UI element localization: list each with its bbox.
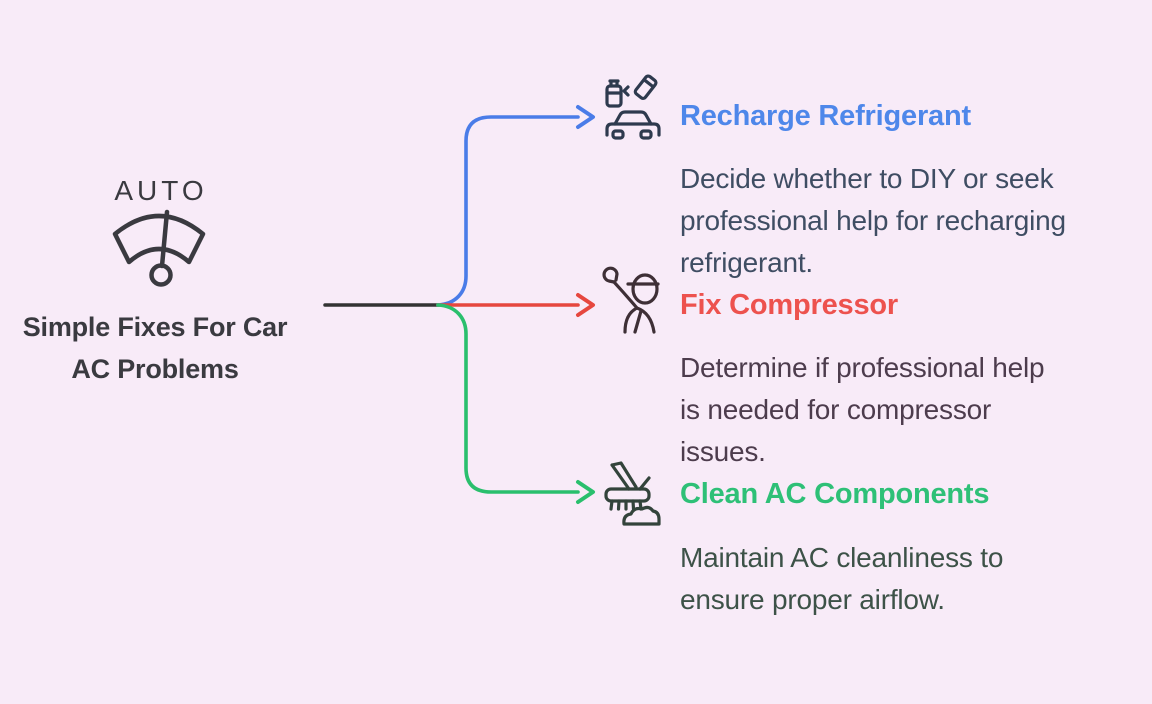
branch-title-clean: Clean AC Components	[680, 478, 990, 510]
desc-line: Decide whether to DIY or seek	[680, 163, 1054, 194]
branch-title-compressor: Fix Compressor	[680, 289, 898, 321]
branch-desc-clean: Maintain AC cleanliness to ensure proper…	[680, 537, 1125, 621]
branch-line-clean	[436, 303, 580, 494]
branch-title-recharge: Recharge Refrigerant	[680, 100, 971, 132]
desc-line: is needed for compressor	[680, 394, 992, 425]
branch-desc-recharge: Decide whether to DIY or seek profession…	[680, 158, 1125, 284]
desc-line: Maintain AC cleanliness to	[680, 542, 1004, 573]
branch-line-recharge	[436, 115, 580, 307]
auto-windshield-wiper-icon: AUTO	[103, 172, 215, 294]
root-node-label: Simple Fixes For Car AC Problems	[22, 312, 288, 384]
cleaning-brush-icon	[596, 458, 666, 528]
desc-line: ensure proper airflow.	[680, 584, 945, 615]
desc-line: issues.	[680, 436, 766, 467]
arrowhead-recharge	[576, 105, 595, 129]
auto-caption: AUTO	[114, 175, 207, 206]
arrowhead-clean	[576, 480, 595, 504]
arrowhead-compressor	[576, 293, 595, 317]
desc-line: professional help for recharging	[680, 205, 1066, 236]
desc-line: Determine if professional help	[680, 352, 1045, 383]
mechanic-wrench-icon	[601, 266, 671, 336]
refrigerant-can-car-icon	[597, 72, 667, 142]
branch-desc-compressor: Determine if professional help is needed…	[680, 347, 1125, 473]
desc-line: refrigerant.	[680, 247, 813, 278]
